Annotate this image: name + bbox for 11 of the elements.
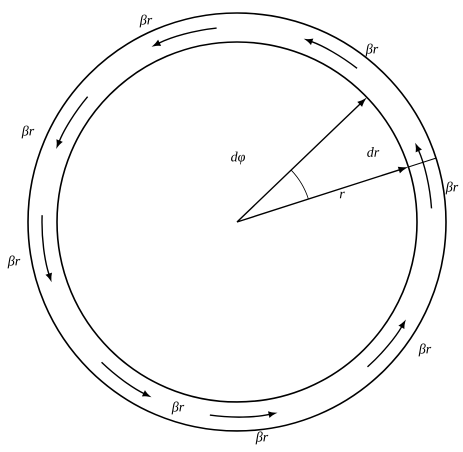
symbol-label: βr [22,126,34,138]
symbol-label: dr [367,147,380,157]
symbol-label: βr [140,14,152,28]
symbol-label: dφ [231,152,245,164]
symbol-label: βr [446,182,458,194]
symbol-label: βr [366,44,378,56]
symbol-label: βr [8,256,20,268]
symbol-label: r [340,192,345,198]
symbol-label: βr [172,402,184,414]
symbol-label: βr [418,344,432,356]
symbol-label: βr [256,432,268,444]
